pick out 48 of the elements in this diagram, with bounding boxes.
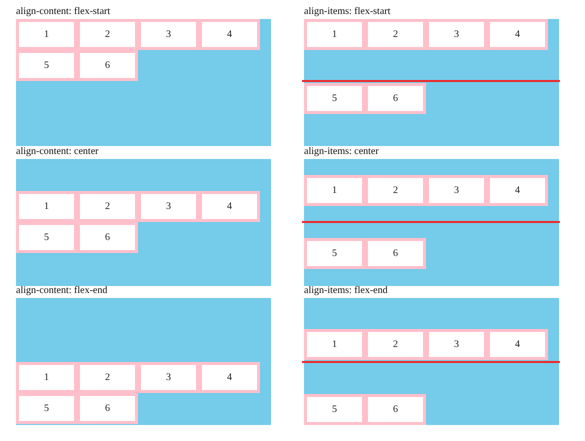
flex-container — [16, 284, 271, 425]
flex-item: 1 — [16, 362, 77, 393]
flex-item: 6 — [365, 394, 426, 425]
flex-item: 2 — [365, 19, 426, 50]
flex-item: 6 — [365, 83, 426, 114]
container-heading: align-content: flex-end — [16, 284, 108, 297]
flex-item: 3 — [138, 362, 199, 393]
flex-item: 3 — [138, 19, 199, 50]
flex-item: 6 — [77, 50, 138, 81]
flex-item: 1 — [16, 191, 77, 222]
flex-container — [16, 145, 271, 286]
container-heading: align-items: flex-start — [304, 5, 390, 18]
flex-container — [304, 284, 559, 425]
flex-item: 3 — [138, 191, 199, 222]
flex-item: 4 — [199, 19, 260, 50]
flex-item: 5 — [304, 83, 365, 114]
flex-item: 6 — [77, 222, 138, 253]
container-heading: align-items: center — [304, 145, 379, 158]
flex-item: 5 — [16, 393, 77, 424]
flex-item: 5 — [304, 238, 365, 269]
flex-item: 2 — [365, 175, 426, 206]
flex-container — [304, 5, 559, 146]
flex-item: 2 — [77, 191, 138, 222]
flex-item: 4 — [487, 329, 548, 360]
flex-item: 3 — [426, 19, 487, 50]
flex-item: 1 — [304, 175, 365, 206]
flex-item: 1 — [304, 329, 365, 360]
flex-item: 2 — [77, 362, 138, 393]
flex-item: 4 — [199, 191, 260, 222]
flex-item: 3 — [426, 329, 487, 360]
container-heading: align-content: flex-start — [16, 5, 110, 18]
flex-item: 4 — [199, 362, 260, 393]
flex-item: 4 — [487, 19, 548, 50]
flex-item: 6 — [365, 238, 426, 269]
flex-item: 5 — [16, 50, 77, 81]
flex-item: 6 — [77, 393, 138, 424]
flex-item: 5 — [16, 222, 77, 253]
flex-item: 2 — [77, 19, 138, 50]
flex-item: 1 — [16, 19, 77, 50]
flex-container — [16, 5, 271, 146]
container-heading: align-items: flex-end — [304, 284, 388, 297]
flex-item: 1 — [304, 19, 365, 50]
flex-container — [304, 145, 559, 286]
flex-item: 5 — [304, 394, 365, 425]
flex-item: 4 — [487, 175, 548, 206]
container-heading: align-content: center — [16, 145, 98, 158]
flex-item: 2 — [365, 329, 426, 360]
flex-item: 3 — [426, 175, 487, 206]
